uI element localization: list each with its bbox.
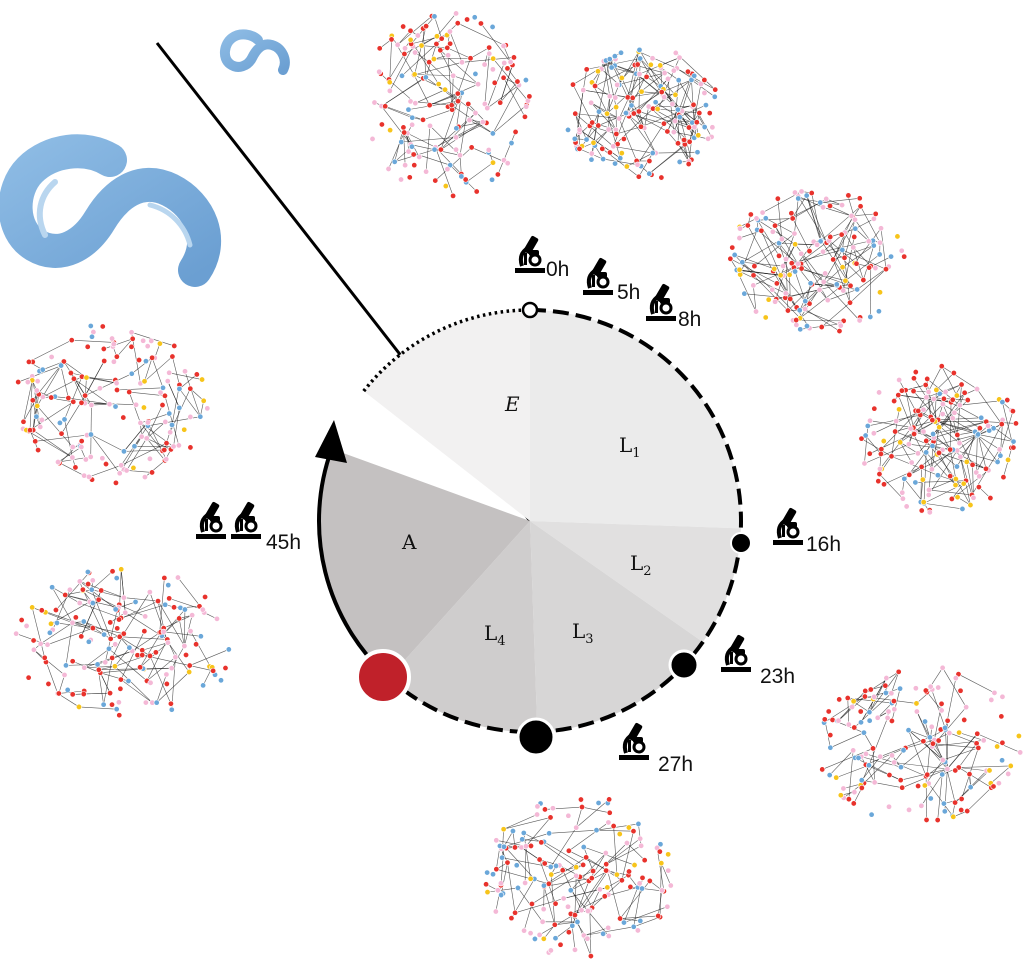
microscope-icon (771, 505, 805, 547)
timepoint-label-27h: 27h (658, 753, 693, 776)
microscope-icon (719, 632, 753, 674)
worm-icon (0, 134, 221, 287)
timepoint-label-16h: 16h (806, 533, 841, 556)
network-cluster (15, 322, 211, 486)
network-cluster (483, 796, 674, 960)
stage-label-E: E (504, 392, 520, 416)
sector-L3 (530, 521, 703, 732)
stage-label-A: A (401, 530, 417, 554)
ring-solid-segment (317, 448, 391, 680)
timepoint-marker-23h (668, 649, 700, 681)
worm-icon (220, 29, 290, 75)
stage-label-L3: L3 (572, 619, 594, 647)
network-cluster (565, 46, 719, 181)
stage-label-L1: L1 (619, 433, 641, 461)
timepoint-label-5h: 5h (617, 281, 640, 304)
microscope-icon (229, 499, 263, 541)
microscope-icon (581, 255, 615, 297)
timepoint-marker-16h (730, 532, 752, 554)
sector-L4 (388, 521, 538, 732)
microscope-icon (194, 499, 228, 541)
arrowhead (315, 420, 347, 463)
microscope-icon (644, 281, 678, 323)
stage-label-L2: L2 (630, 551, 652, 579)
timepoint-label-8h: 8h (678, 308, 701, 331)
network-cluster (858, 363, 1019, 516)
stage-label-L4: L4 (484, 621, 506, 649)
stage-sectors (318, 310, 741, 732)
timepoint-marker-0h (521, 301, 539, 319)
microscope-icon (617, 720, 651, 762)
network-cluster (727, 188, 908, 335)
timepoint-label-45h: 45h (266, 531, 301, 554)
network-cluster (819, 664, 1024, 824)
microscope-icon (513, 233, 547, 275)
ring-dashed-segment (387, 308, 743, 734)
timepoint-marker-27h (516, 717, 556, 757)
sector-L2 (530, 521, 741, 643)
network-clusters (13, 10, 1024, 960)
cycle-ring (317, 308, 743, 734)
timepoint-label-23h: 23h (760, 665, 795, 688)
network-cluster (13, 566, 232, 719)
highlight-marker (355, 649, 411, 705)
sector-E (363, 310, 530, 521)
timepoint-label-0h: 0h (546, 258, 569, 281)
network-cluster (369, 10, 533, 199)
sector-A (318, 448, 530, 678)
sector-L1 (530, 310, 741, 529)
